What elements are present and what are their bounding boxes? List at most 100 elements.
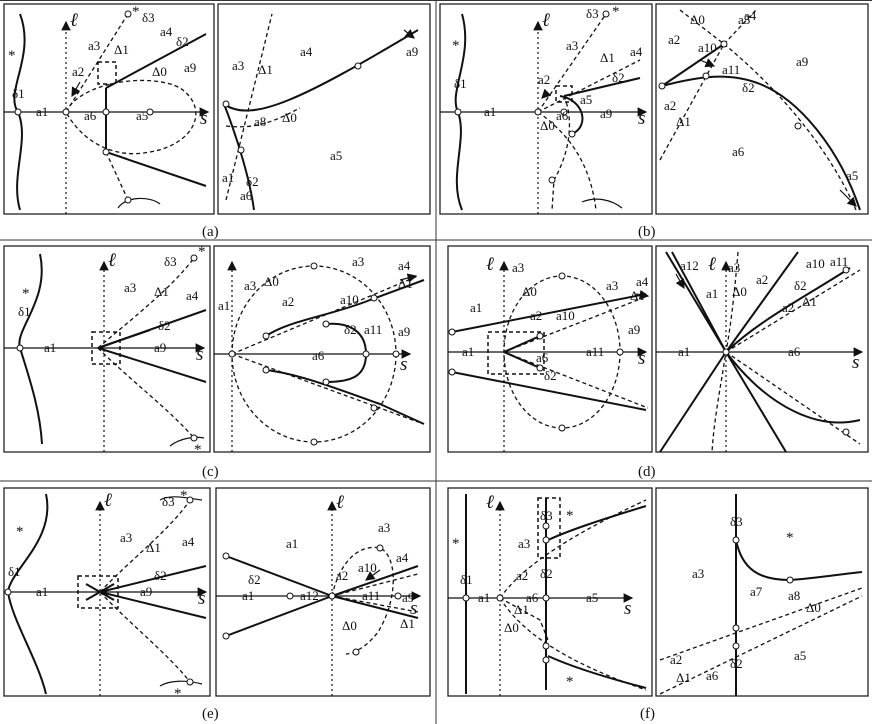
axis-label-horizontal: s	[852, 352, 859, 373]
region-label: a6	[526, 590, 539, 605]
star-label: *	[452, 536, 460, 552]
region-label: a8	[254, 114, 266, 129]
region-label: a4	[630, 44, 643, 59]
axis-label-vertical: ℓ	[486, 254, 494, 275]
region-label: a1	[242, 588, 254, 603]
star-label: *	[566, 508, 574, 524]
region-label: a10	[698, 40, 717, 55]
axis-label-horizontal: s	[624, 598, 631, 619]
Delta1-label: Δ1	[400, 616, 415, 631]
region-label: a1	[218, 298, 230, 313]
delta3-label: δ3	[162, 494, 175, 509]
region-label: a9	[796, 54, 808, 69]
delta2-label: δ2	[612, 70, 625, 85]
region-label: a2	[530, 308, 542, 323]
region-label: a3	[244, 278, 256, 293]
panel-c-zoom: s a1 a3 Δ0 a3 a4 Δ1 a2 a10 δ2 a11 a9 a6	[213, 245, 431, 453]
region-label: a9	[154, 340, 166, 355]
delta2-label: δ2	[246, 174, 259, 189]
region-label: a4	[186, 288, 199, 303]
Delta1-label: Δ1	[514, 602, 529, 617]
region-label: a3	[518, 536, 530, 551]
region-label: a12	[300, 588, 319, 603]
panel-f-zoom: δ3 * a3 a7 a8 Δ0 δ2 a2 Δ1 a6 a5	[655, 487, 869, 697]
panel-e-overview: ℓ s * * * δ1 δ2 δ3 Δ1 a1 a3 a4 a9	[3, 487, 211, 702]
Delta0-label: Δ0	[540, 118, 555, 133]
Delta0-label: Δ0	[806, 600, 821, 615]
region-label: a6	[84, 108, 97, 123]
Delta1-label: Δ1	[600, 50, 615, 65]
Delta0-label: Δ0	[522, 284, 537, 299]
axis-label-horizontal: s	[196, 344, 203, 365]
region-label: a6	[556, 108, 569, 123]
region-label: a3	[566, 38, 578, 53]
panel-f: ℓ s * * * δ1 δ2 δ3 Δ0 Δ1 a1 a2 a3 a5 a6	[447, 487, 869, 722]
Delta1-label: Δ1	[630, 288, 645, 303]
panel-b: ℓ s * * δ1 δ2 δ3 Δ0 Δ1 a1 a2 a3 a4 a5 a6…	[439, 3, 869, 240]
region-label: a4	[636, 274, 649, 289]
delta3-label: δ3	[730, 514, 743, 529]
region-label: a6	[788, 344, 801, 359]
delta2-label: δ2	[794, 278, 807, 293]
Delta0-label: Δ0	[342, 618, 357, 633]
region-label: a5	[794, 648, 806, 663]
Delta1-label: Δ1	[154, 284, 169, 299]
region-label: a4	[182, 534, 195, 549]
panel-caption: (c)	[202, 464, 219, 480]
region-label: a2	[72, 64, 84, 79]
panel-e-zoom: ℓ s a1 a3 δ2 a1 a12 a2 a10 a4 a11 a9 Δ0 …	[215, 487, 431, 697]
region-label: a9	[628, 322, 640, 337]
panel-a-overview: ℓ s * * δ1 δ2 δ3 Δ0 Δ1 a1 a2 a3 a4 a5 a6…	[3, 3, 215, 215]
region-label: a11	[364, 322, 382, 337]
star-label: *	[174, 686, 182, 702]
region-label: a4	[396, 550, 409, 565]
region-label: a6	[732, 144, 745, 159]
region-label: a1	[478, 590, 490, 605]
region-label: a1	[470, 300, 482, 315]
delta3-label: δ3	[540, 508, 553, 523]
Delta1-label: Δ1	[398, 276, 413, 291]
delta3-label: δ3	[586, 6, 599, 21]
delta2-label: δ2	[544, 368, 557, 383]
delta2-label: δ2	[344, 322, 357, 337]
panel-caption: (e)	[202, 706, 219, 722]
delta1-label: δ1	[8, 564, 21, 579]
region-label: a2	[516, 568, 528, 583]
delta2-label: δ2	[248, 572, 261, 587]
star-label: *	[786, 530, 794, 546]
delta2-label: δ2	[730, 656, 743, 671]
Delta1-label: Δ1	[802, 294, 817, 309]
region-label: a4	[398, 258, 411, 273]
star-label: *	[566, 674, 574, 690]
axis-label-horizontal: s	[638, 348, 645, 369]
delta3-label: δ3	[142, 10, 155, 25]
Delta1-label: Δ1	[146, 540, 161, 555]
Delta0-label: Δ0	[690, 12, 705, 27]
delta2-label: δ2	[154, 568, 167, 583]
panel-b-overview: ℓ s * * δ1 δ2 δ3 Δ0 Δ1 a1 a2 a3 a4 a5 a6…	[439, 3, 653, 215]
region-label: a9	[402, 590, 414, 605]
delta2-label: δ2	[742, 80, 755, 95]
region-label: a9	[398, 324, 410, 339]
panel-f-overview: ℓ s * * * δ1 δ2 δ3 Δ0 Δ1 a1 a2 a3 a5 a6	[447, 487, 653, 697]
region-label: a3	[728, 260, 740, 275]
panel-a: ℓ s * * δ1 δ2 δ3 Δ0 Δ1 a1 a2 a3 a4 a5 a6…	[3, 3, 431, 240]
delta1-label: δ1	[18, 304, 31, 319]
region-label: a2	[282, 294, 294, 309]
axis-label-horizontal: s	[400, 354, 407, 375]
delta3-label: δ3	[164, 254, 177, 269]
region-label: a3	[352, 254, 364, 269]
region-label: a11	[362, 588, 380, 603]
region-label: a9	[184, 60, 196, 75]
region-label: a10	[358, 560, 377, 575]
panel-caption: (f)	[640, 706, 655, 722]
panel-caption: (a)	[202, 224, 219, 240]
region-label: a2	[538, 72, 550, 87]
panel-b-zoom: Δ0 a3 a4 a2 a10 a11 a9 δ2 a2 Δ1 a6 a5	[655, 3, 869, 215]
region-label: a1	[678, 344, 690, 359]
region-label: a9	[406, 44, 418, 59]
region-label: a1	[222, 170, 234, 185]
delta1-label: δ1	[454, 76, 467, 91]
region-label: a5	[580, 92, 592, 107]
